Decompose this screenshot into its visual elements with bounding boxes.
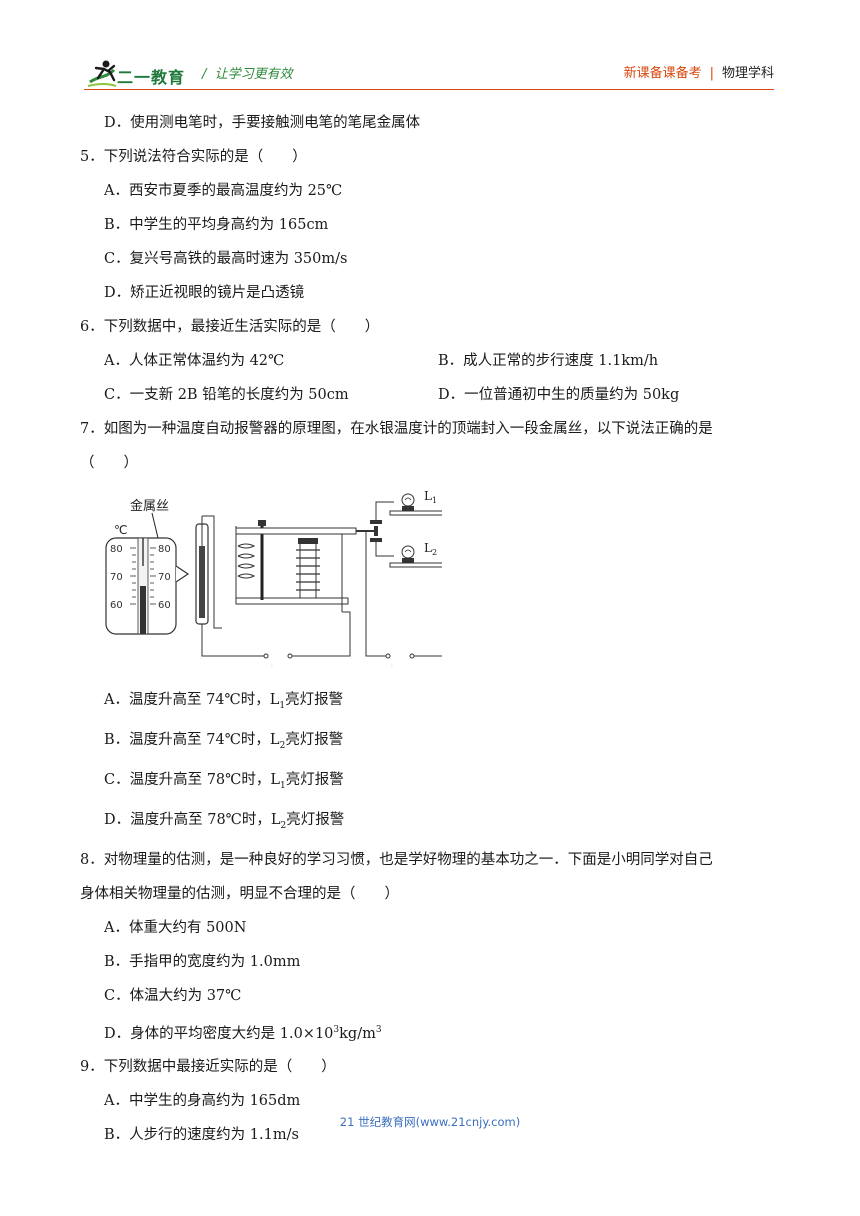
q8-option-b: B．手指甲的宽度约为 1.0mm <box>104 953 301 970</box>
header-subject: 新课备课备考 | 物理学科 <box>624 62 774 81</box>
q8-stem-line1: 8．对物理量的估测，是一种良好的学习习惯，也是学好物理的基本功之一．下面是小明同… <box>80 851 713 868</box>
q9-stem: 9．下列数据中最接近实际的是（ ） <box>80 1059 336 1076</box>
scale-right-60: 60 <box>158 600 171 611</box>
q5-option-d: D．矫正近视眼的镜片是凸透镜 <box>104 285 305 301</box>
q6-option-d: D．一位普通初中生的质量约为 50kg <box>438 387 680 403</box>
q5-option-a: A．西安市夏季的最高温度约为 25℃ <box>104 183 343 199</box>
scale-left-60: 60 <box>110 600 123 611</box>
q5-option-b: B．中学生的平均身高约为 165cm <box>104 217 329 233</box>
question-list: D．使用测电笔时，手要接触测电笔的笔尾金属体 5．下列说法符合实际的是（ ） A… <box>80 106 780 1152</box>
scale-left-80: 80 <box>110 544 123 555</box>
thermometer-scale <box>130 547 156 605</box>
q7-option-a: A．温度升高至 74℃时，L1亮灯报警 <box>104 692 344 711</box>
logo-text: 二一教育 <box>117 68 186 87</box>
q4-option-d: D．使用测电笔时，手要接触测电笔的笔尾金属体 <box>104 115 421 131</box>
alarm-circuit-diagram: 金属丝 ℃ 80 70 60 80 70 60 <box>105 489 455 679</box>
header-divider <box>84 89 774 90</box>
page-header: 二一教育 / 让学习更有效 新课备课备考 | 物理学科 <box>0 0 860 92</box>
q7-option-b: B．温度升高至 74℃时，L2亮灯报警 <box>104 731 344 751</box>
header-subject-label: 物理学科 <box>721 66 774 81</box>
power-source-right: 电源 <box>386 665 410 666</box>
q6-row-cd: C．一支新 2B 铅笔的长度约为 50cm D．一位普通初中生的质量约为 50k… <box>80 378 780 412</box>
q6-option-a: A．人体正常体温约为 42℃ <box>104 353 285 369</box>
power-source-left: 电源 <box>266 665 290 666</box>
header-course-label: 新课备课备考 <box>623 66 702 81</box>
q7-stem-line1: 7．如图为一种温度自动报警器的原理图，在水银温度计的顶端封入一段金属丝，以下说法… <box>80 421 713 437</box>
q7-option-c: C．温度升高至 78℃时，L1亮灯报警 <box>104 771 344 791</box>
q8-option-d: D．身体的平均密度大约是 1.0×103kg/m3 <box>104 1024 382 1042</box>
unit-label: ℃ <box>114 523 127 537</box>
header-slogan: / 让学习更有效 <box>202 67 293 82</box>
logo-runner-icon <box>87 60 117 87</box>
q7-stem-line2: （ ） <box>80 455 138 471</box>
q5-option-c: C．复兴号高铁的最高时速为 350m/s <box>104 251 348 267</box>
q6-row-ab: A．人体正常体温约为 42℃ B．成人正常的步行速度 1.1km/h <box>80 344 780 378</box>
scale-right-80: 80 <box>158 544 171 555</box>
header-separator: | <box>709 66 714 81</box>
scale-left-70: 70 <box>110 572 123 583</box>
q8-option-a: A．体重大约有 500N <box>104 919 247 936</box>
q8-option-c: C．体温大约为 37℃ <box>104 987 242 1004</box>
q6-option-b: B．成人正常的步行速度 1.1km/h <box>438 353 659 369</box>
scale-right-70: 70 <box>158 572 171 583</box>
q7-option-d: D．温度升高至 78℃时，L2亮灯报警 <box>104 811 345 831</box>
q9-option-b: B．人步行的速度约为 1.1m/s <box>104 1127 299 1144</box>
q6-option-c: C．一支新 2B 铅笔的长度约为 50cm <box>104 387 349 403</box>
q8-stem-line2: 身体相关物理量的估测，明显不合理的是（ ） <box>80 885 399 902</box>
page-footer[interactable]: 21 世纪教育网(www.21cnjy.com) <box>339 1115 521 1129</box>
wire-label: 金属丝 <box>130 498 169 514</box>
q5-stem: 5．下列说法符合实际的是（ ） <box>80 149 307 165</box>
lamp-l1-label: L1 <box>424 489 437 505</box>
lamp-l2-label: L2 <box>424 541 437 557</box>
q9-option-a: A．中学生的身高约为 165dm <box>104 1093 301 1110</box>
q6-stem: 6．下列数据中，最接近生活实际的是（ ） <box>80 319 380 335</box>
